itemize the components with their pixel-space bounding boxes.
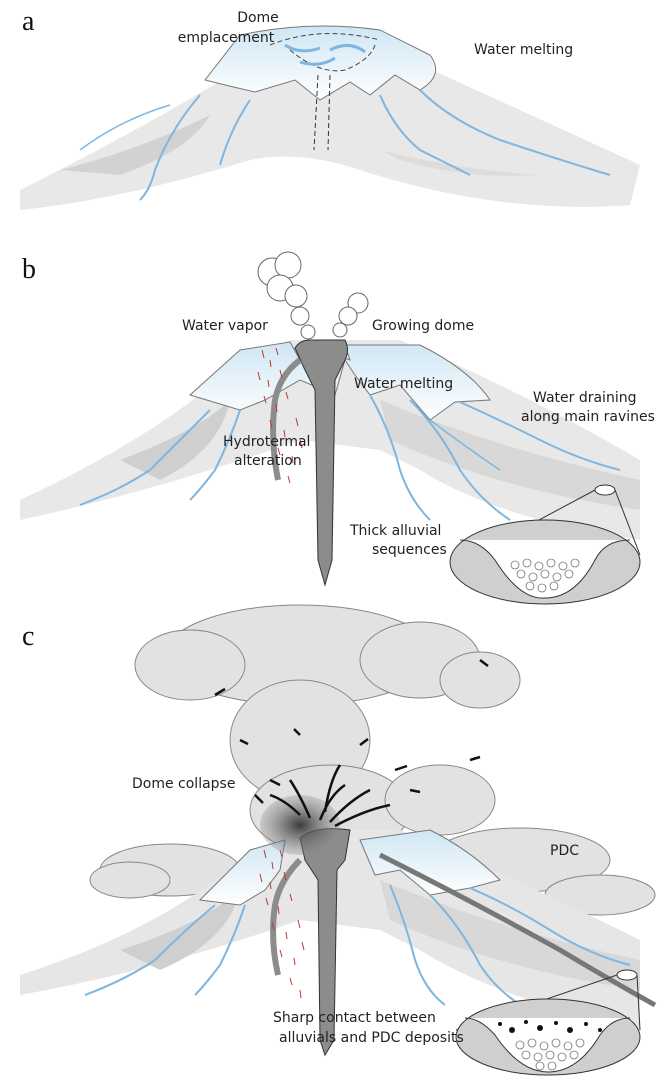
label-alluvials-pdc: alluvials and PDC deposits <box>279 1030 464 1046</box>
label-water-melting-a: Water melting <box>474 42 573 58</box>
label-hydrotermal: Hydrotermal <box>223 434 310 450</box>
label-dome-collapse: Dome collapse <box>132 776 235 792</box>
label-thick-alluvial: Thick alluvial <box>349 523 441 539</box>
panel-a-letter: a <box>22 6 35 37</box>
panel-a: a Dome emplacement Water melting <box>20 6 640 210</box>
label-pdc: PDC <box>550 843 579 859</box>
label-water-vapor: Water vapor <box>182 318 268 334</box>
label-growing-dome: Growing dome <box>372 318 474 334</box>
label-alteration: alteration <box>234 453 302 469</box>
panel-b: b <box>20 252 655 604</box>
label-emplacement: emplacement <box>178 30 275 46</box>
steam-plume-right <box>333 293 368 337</box>
label-sharp-contact: Sharp contact between <box>273 1010 436 1026</box>
panel-c-letter: c <box>22 621 34 652</box>
label-sequences: sequences <box>372 542 447 558</box>
label-dome: Dome <box>237 10 279 26</box>
panel-c: c <box>20 605 655 1075</box>
label-water-melting-b: Water melting <box>354 376 453 392</box>
panel-b-letter: b <box>22 254 36 285</box>
label-main-ravines: along main ravines <box>521 409 655 425</box>
label-water-draining: Water draining <box>533 390 636 406</box>
